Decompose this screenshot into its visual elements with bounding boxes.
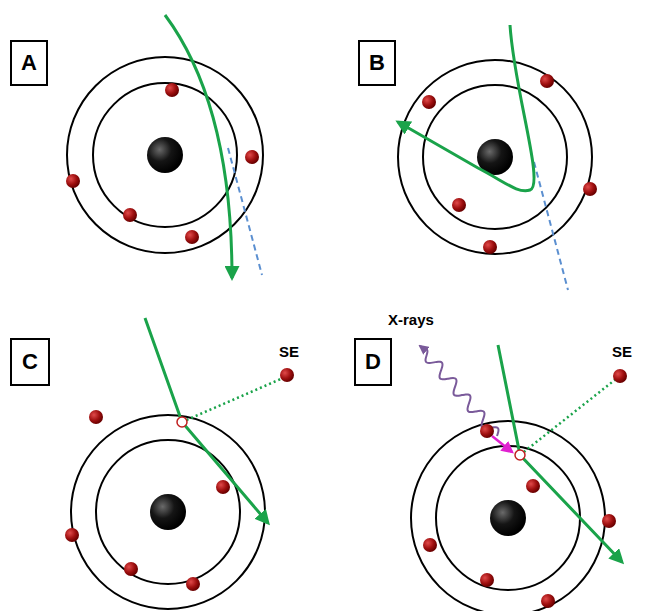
electrons xyxy=(66,83,259,244)
panel-letter-box: D xyxy=(354,338,392,386)
panel-letter: C xyxy=(22,350,38,374)
electron-path xyxy=(398,25,534,191)
electrons xyxy=(423,369,627,608)
secondary-electron-label: SE xyxy=(279,344,299,361)
secondary-electron-label: SE xyxy=(612,344,632,361)
panel-letter: A xyxy=(21,51,37,75)
outer-shell xyxy=(411,421,605,611)
electron-path xyxy=(165,15,232,278)
nucleus xyxy=(490,500,526,536)
outer-shell xyxy=(71,415,265,609)
x-ray-wave xyxy=(420,346,498,436)
atom-c xyxy=(65,318,294,609)
panel-letter-box: C xyxy=(10,338,50,386)
electron-hole xyxy=(177,417,187,427)
electron-transition xyxy=(492,436,512,452)
panel-letter: B xyxy=(369,51,385,75)
inner-shell xyxy=(96,440,240,584)
inner-shell xyxy=(423,85,567,229)
panel-letter-box: B xyxy=(358,40,396,86)
panel-letter-box: A xyxy=(10,40,48,86)
atom-a xyxy=(66,15,263,278)
atom-b xyxy=(398,25,597,290)
inner-shell xyxy=(93,83,237,227)
nucleus xyxy=(147,137,183,173)
nucleus xyxy=(150,494,186,530)
secondary-electron-path xyxy=(520,379,616,455)
electron-hole xyxy=(515,450,525,460)
x-ray-label: X-rays xyxy=(388,312,434,329)
electron-path xyxy=(145,318,268,523)
outer-shell xyxy=(398,60,592,254)
electron-path xyxy=(498,345,622,562)
secondary-electron-path xyxy=(182,378,283,422)
electrons xyxy=(65,368,294,591)
original-path xyxy=(534,162,568,290)
atom-d xyxy=(411,345,627,611)
panel-letter: D xyxy=(365,350,381,374)
electrons xyxy=(422,74,597,254)
outer-shell xyxy=(67,57,263,253)
inner-shell xyxy=(436,446,580,590)
